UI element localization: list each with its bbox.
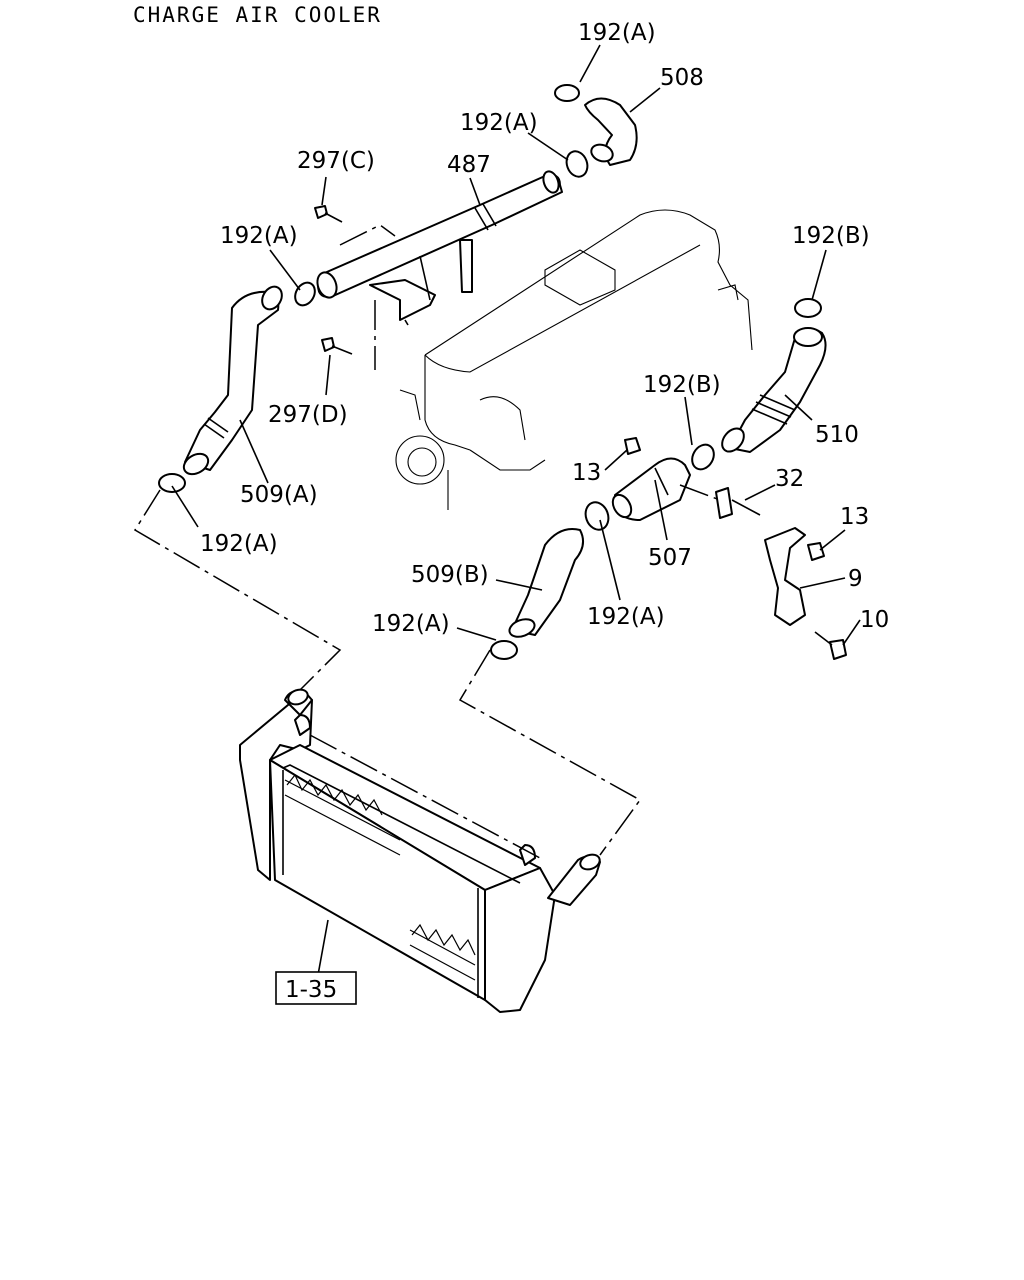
callout-13-left: 13 <box>572 460 601 486</box>
callout-192b-top: 192(B) <box>792 223 870 249</box>
callout-labels: 192(A) 508 192(A) 487 297(C) 192(A) 192(… <box>200 20 889 637</box>
callout-10: 10 <box>860 607 889 633</box>
leader-lines <box>171 44 861 976</box>
callout-192a-mid: 192(A) <box>372 611 450 637</box>
hose-509b <box>508 528 585 638</box>
callout-297c: 297(C) <box>297 148 375 174</box>
bracket-9 <box>764 527 806 626</box>
callout-192a-left: 192(A) <box>200 531 278 557</box>
hose-510 <box>721 327 827 453</box>
charge-air-cooler <box>239 688 601 1013</box>
callout-507: 507 <box>648 545 692 571</box>
callout-192a-top: 192(A) <box>578 20 656 46</box>
hose-509a <box>182 285 283 476</box>
routing-lines <box>133 224 721 859</box>
engine-block <box>395 209 753 510</box>
diagram-title: CHARGE AIR COOLER <box>133 3 382 27</box>
hose-clamps <box>158 84 822 660</box>
pipe-507 <box>611 457 691 521</box>
hose-508 <box>584 97 638 166</box>
pipe-487 <box>316 170 563 326</box>
callout-510: 510 <box>815 422 859 448</box>
callout-509a: 509(A) <box>240 482 318 508</box>
callout-297d: 297(D) <box>268 402 348 428</box>
callout-9: 9 <box>848 566 863 592</box>
callout-192a-low: 192(A) <box>587 604 665 630</box>
callout-192a-3: 192(A) <box>220 223 298 249</box>
callout-192b-mid: 192(B) <box>643 372 721 398</box>
callout-509b: 509(B) <box>411 562 489 588</box>
bolts-and-nuts <box>314 205 847 660</box>
callout-487: 487 <box>447 152 491 178</box>
callout-508: 508 <box>660 65 704 91</box>
reference-box: 1-35 <box>275 971 357 1005</box>
callout-192a-2: 192(A) <box>460 110 538 136</box>
callout-13-right: 13 <box>840 504 869 530</box>
reference-label: 1-35 <box>285 977 337 1003</box>
callout-32: 32 <box>775 466 804 492</box>
